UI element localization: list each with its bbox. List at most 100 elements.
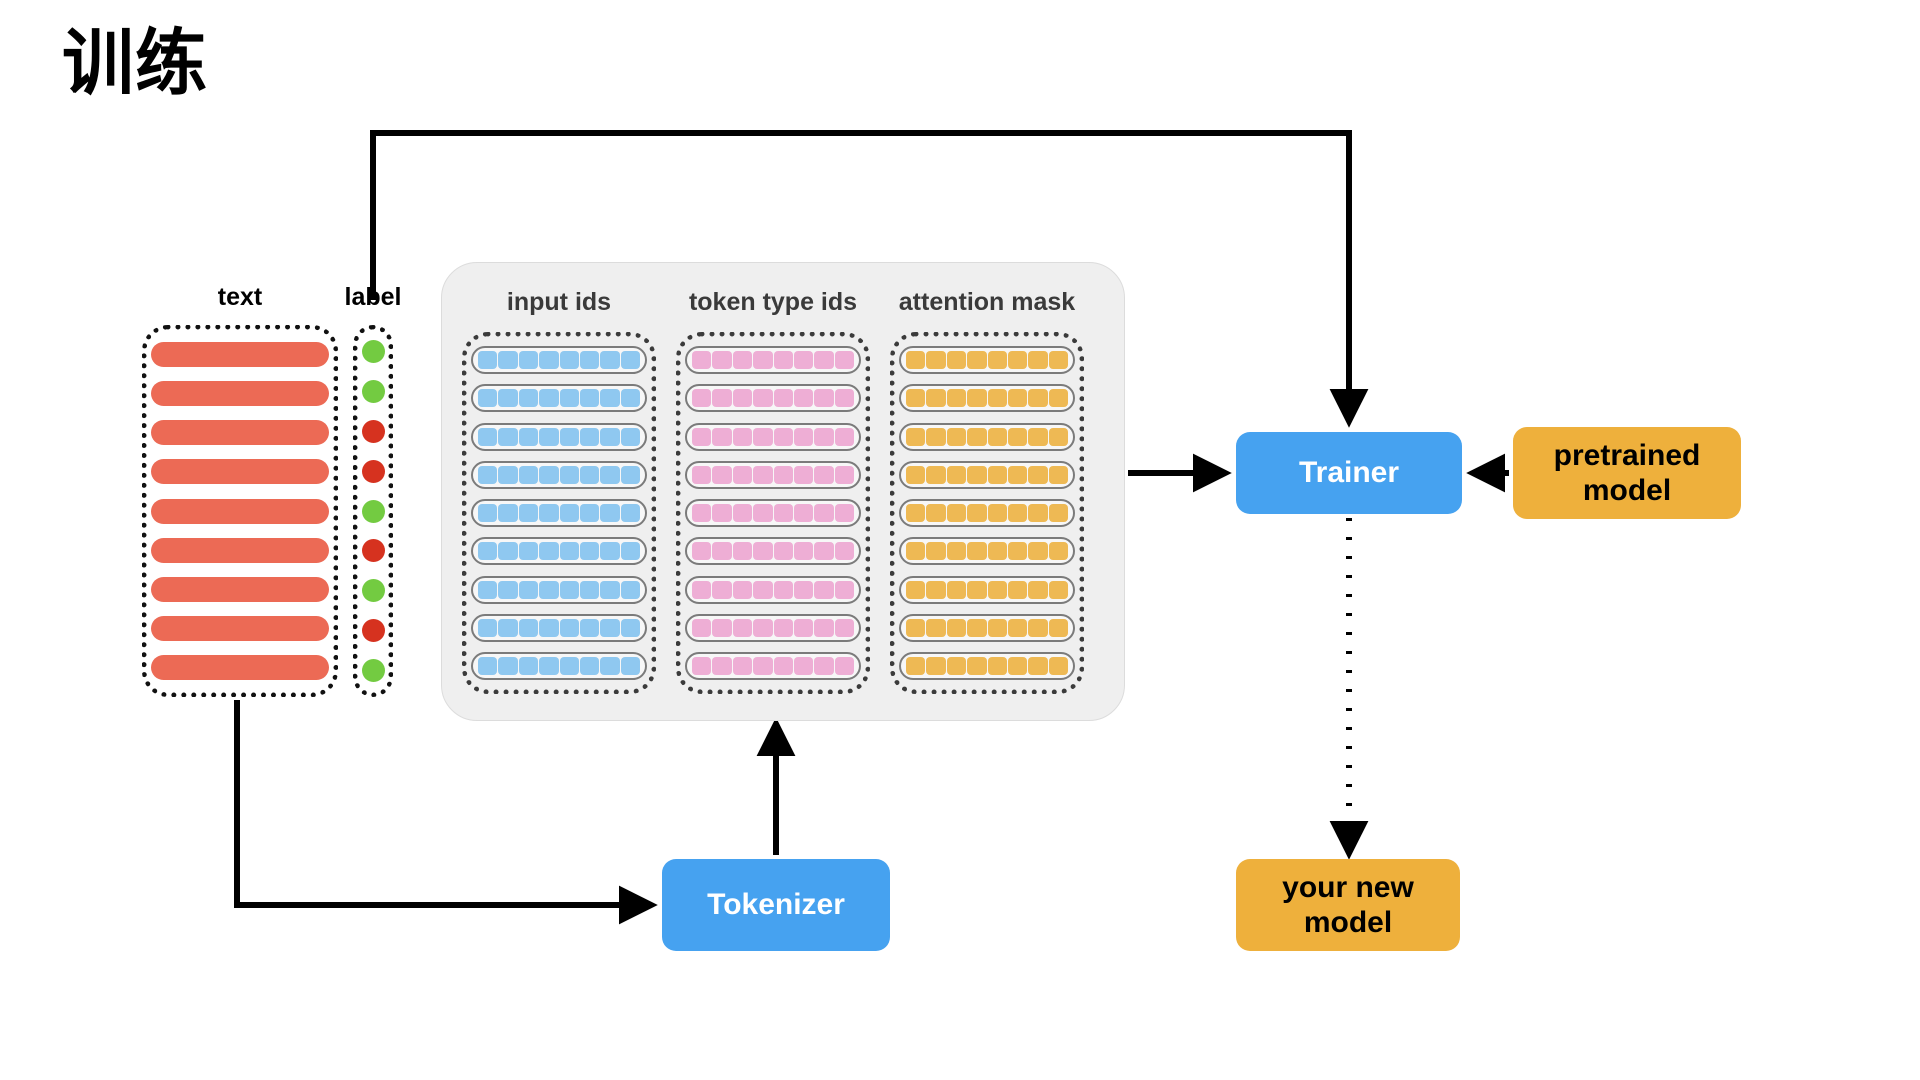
token-cell (498, 657, 518, 675)
token-cell (1007, 618, 1028, 637)
token-cell (712, 504, 732, 522)
token-cell (559, 504, 579, 522)
token-cell (906, 618, 926, 637)
token-cell (834, 657, 854, 675)
token-cell (946, 657, 967, 675)
token-cell (906, 389, 926, 408)
token-cell (1048, 389, 1068, 408)
token-cell (946, 618, 967, 637)
token-cell (793, 351, 814, 369)
token-cell (478, 542, 498, 561)
token-cell (926, 542, 946, 561)
token-cell (600, 427, 620, 446)
token-cell (814, 618, 834, 637)
token-cell (814, 542, 834, 561)
attention-mask-row (899, 422, 1075, 451)
attention-mask-row (899, 652, 1075, 680)
token-cell (539, 504, 559, 522)
token-cell (987, 351, 1007, 369)
token-cell (620, 504, 640, 522)
token-cell (498, 504, 518, 522)
token-cell (579, 504, 600, 522)
column-header-input-ids: input ids (506, 288, 612, 316)
token-cell (753, 427, 773, 446)
token-cell (539, 351, 559, 369)
token-cell (814, 580, 834, 599)
token-type-ids-row (685, 422, 861, 451)
token-cell (967, 427, 987, 446)
token-cell (620, 351, 640, 369)
tokenizer-node[interactable]: Tokenizer (662, 859, 890, 951)
label-column[interactable] (353, 325, 393, 697)
token-cell (946, 389, 967, 408)
token-cell (773, 465, 793, 484)
token-cell (987, 542, 1007, 561)
token-type-ids-row (685, 460, 861, 489)
token-cell (518, 504, 539, 522)
attention-mask-row (899, 575, 1075, 604)
token-cell (692, 542, 712, 561)
token-cell (518, 351, 539, 369)
text-column[interactable] (142, 325, 338, 697)
token-cell (559, 351, 579, 369)
token-cell (834, 427, 854, 446)
token-cell (559, 542, 579, 561)
token-cell (692, 504, 712, 522)
token-cell (926, 465, 946, 484)
token-cell (834, 504, 854, 522)
input-ids-column[interactable] (462, 332, 656, 694)
token-cell (1048, 351, 1068, 369)
new-model-node[interactable]: your new model (1236, 859, 1460, 951)
token-cell (579, 580, 600, 599)
token-cell (946, 351, 967, 369)
input-ids-row (471, 537, 647, 566)
trainer-node[interactable]: Trainer (1236, 432, 1462, 514)
token-cell (518, 618, 539, 637)
token-type-ids-column[interactable] (676, 332, 870, 694)
token-cell (987, 618, 1007, 637)
token-cell (987, 465, 1007, 484)
token-cell (559, 465, 579, 484)
text-row (151, 381, 329, 407)
label-dot (361, 499, 385, 523)
token-cell (732, 427, 753, 446)
token-cell (946, 427, 967, 446)
token-cell (539, 618, 559, 637)
attention-mask-column[interactable] (890, 332, 1084, 694)
token-cell (600, 504, 620, 522)
text-row (151, 342, 329, 367)
token-cell (967, 580, 987, 599)
token-cell (498, 580, 518, 599)
token-cell (1028, 657, 1048, 675)
token-type-ids-row (685, 346, 861, 374)
token-cell (478, 465, 498, 484)
token-cell (946, 465, 967, 484)
token-cell (732, 580, 753, 599)
label-dot (361, 340, 385, 363)
token-cell (793, 618, 814, 637)
token-cell (579, 427, 600, 446)
token-cell (926, 389, 946, 408)
token-cell (1028, 351, 1048, 369)
token-cell (906, 504, 926, 522)
token-cell (539, 657, 559, 675)
token-cell (906, 542, 926, 561)
pretrained-model-node[interactable]: pretrained model (1513, 427, 1741, 519)
token-cell (814, 657, 834, 675)
token-cell (579, 618, 600, 637)
token-type-ids-row (685, 384, 861, 413)
token-cell (1048, 427, 1068, 446)
encoded-features-panel (441, 262, 1125, 721)
token-cell (732, 389, 753, 408)
label-dot (361, 459, 385, 483)
input-ids-row (471, 499, 647, 527)
token-cell (773, 657, 793, 675)
token-cell (518, 580, 539, 599)
token-cell (987, 504, 1007, 522)
token-cell (518, 427, 539, 446)
token-cell (620, 465, 640, 484)
token-cell (620, 657, 640, 675)
token-cell (987, 389, 1007, 408)
token-cell (579, 351, 600, 369)
pretrained-model-label: pretrained model (1554, 438, 1701, 509)
